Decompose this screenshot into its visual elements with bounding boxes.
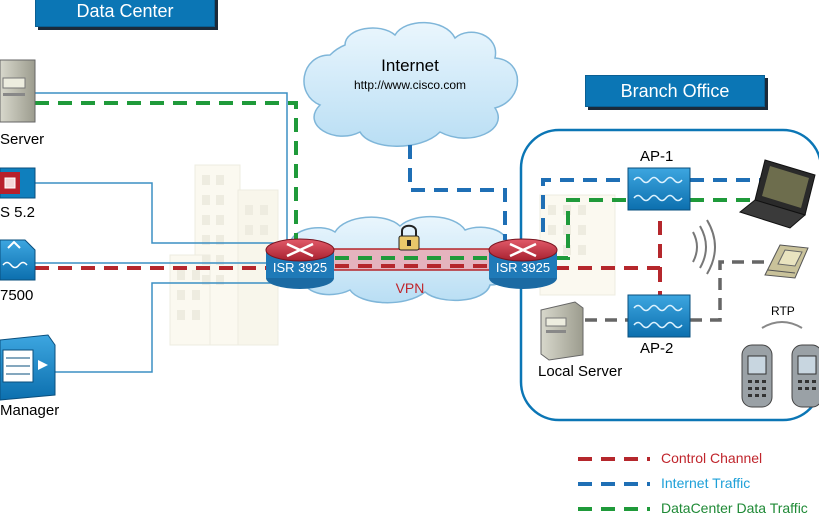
- local-links: [585, 260, 770, 322]
- legend-internet-traffic: Internet Traffic: [661, 475, 751, 491]
- legend-swatches: [578, 457, 650, 511]
- internet-title: Internet: [381, 56, 439, 75]
- router-right-icon: [488, 238, 558, 289]
- router-left-label: ISR 3925: [272, 260, 328, 275]
- access-point-1-icon: [627, 167, 691, 211]
- router-right-label: ISR 3925: [495, 260, 551, 275]
- legend-control-channel: Control Channel: [661, 450, 763, 466]
- legend-datacenter-traffic: DataCenter Data Traffic: [661, 500, 808, 516]
- datacenter-traffic-path: [35, 101, 770, 260]
- laptop-icon: [738, 159, 816, 229]
- acs-label: S 5.2: [0, 204, 36, 221]
- access-point-2-icon: [627, 294, 691, 338]
- wlc-controller-icon: [0, 239, 36, 281]
- pda-icon: [764, 244, 809, 279]
- manager-label: Manager: [0, 402, 60, 419]
- ap1-label: AP-1: [640, 148, 674, 165]
- ip-phone-icon: [741, 344, 773, 408]
- dc-links: [35, 92, 288, 373]
- wireless-signal-icon: [692, 219, 716, 275]
- lock-icon: [398, 224, 420, 251]
- building-icon: [169, 164, 279, 346]
- internet-url: http://www.cisco.com: [353, 78, 467, 92]
- ap2-label: AP-2: [640, 340, 674, 357]
- ip-phone-icon: [791, 344, 819, 408]
- rtp-label: RTP: [771, 304, 795, 318]
- local-server-icon: [540, 301, 584, 361]
- acs-appliance-icon: [0, 167, 36, 199]
- local-server-label: Local Server: [538, 363, 623, 380]
- manager-appliance-icon: [0, 334, 56, 401]
- server-icon: [0, 59, 36, 123]
- data-center-label: Data Center: [35, 0, 215, 27]
- branch-office-label: Branch Office: [585, 75, 765, 107]
- router-left-icon: [265, 238, 335, 289]
- vpn-cloud: [284, 215, 515, 304]
- rtp-arc-icon: [761, 321, 803, 329]
- internet-traffic-path: [408, 145, 770, 255]
- vpn-label: VPN: [395, 280, 425, 296]
- internet-cloud: [303, 21, 519, 147]
- wlc-label: 7500: [0, 287, 34, 304]
- control-channel-path: [35, 215, 662, 296]
- server-label: Server: [0, 131, 45, 148]
